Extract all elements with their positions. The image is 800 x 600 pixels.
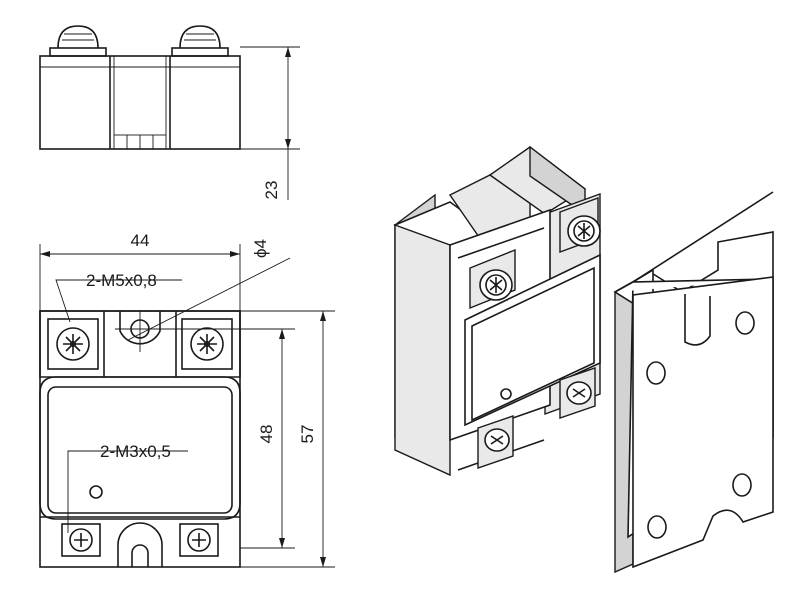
screw-icon — [559, 367, 596, 419]
dim-height-side: 23 — [262, 181, 281, 200]
label-control-terminals: 2-M3x0,5 — [100, 442, 171, 461]
side-view: 23 — [39, 25, 300, 200]
screw-icon — [61, 523, 101, 557]
dim-width: 44 — [131, 231, 150, 250]
dim-outer-height: 57 — [298, 425, 317, 444]
screw-icon — [469, 248, 516, 310]
screw-icon — [179, 523, 219, 557]
dim-inner-height: 48 — [257, 425, 276, 444]
screw-icon — [559, 196, 601, 254]
screw-icon — [171, 25, 229, 57]
screw-icon — [47, 318, 99, 370]
relay-3d-icon — [393, 145, 601, 477]
mounting-bracket-icon — [613, 191, 774, 574]
screw-icon — [49, 25, 107, 57]
front-view: 44 ϕ4 2-M5x0,8 — [39, 231, 335, 568]
label-main-terminals: 2-M5x0,8 — [86, 271, 157, 290]
screw-icon — [181, 318, 233, 370]
screw-icon — [477, 415, 514, 469]
dim-hole-diameter: ϕ4 — [251, 239, 270, 258]
